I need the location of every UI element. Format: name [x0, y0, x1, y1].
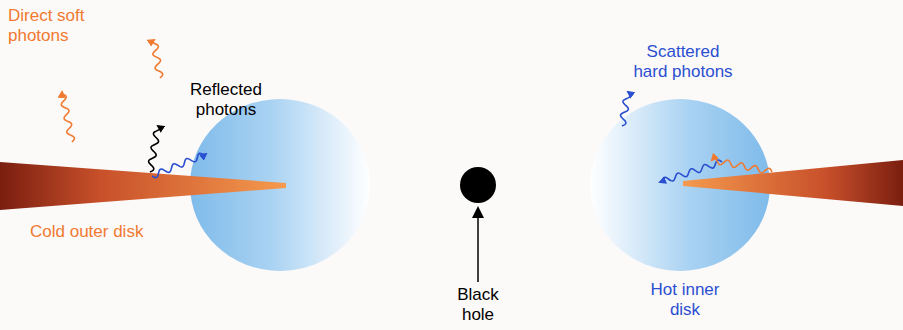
- photon-label: Scattered hard photons: [628, 42, 738, 83]
- pointer-arrow: [477, 208, 479, 282]
- object-label: Black hole: [448, 285, 508, 326]
- cold-outer-disk-right: [683, 160, 903, 206]
- photon-wave: [152, 153, 206, 177]
- photon-wave: [660, 160, 722, 182]
- cold-outer-disk-left: [0, 162, 286, 210]
- disk-label: Hot inner disk: [640, 280, 730, 321]
- photon-wave: [621, 92, 631, 126]
- photon-wave: [149, 126, 161, 172]
- photon-wave: [712, 158, 772, 173]
- photon-wave: [61, 92, 74, 142]
- black-hole: [460, 167, 496, 203]
- disk-label: Cold outer disk: [30, 222, 200, 242]
- photon-wave: [152, 40, 163, 78]
- photon-label: Reflected photons: [176, 80, 276, 121]
- photon-label: Direct soft photons: [8, 6, 128, 47]
